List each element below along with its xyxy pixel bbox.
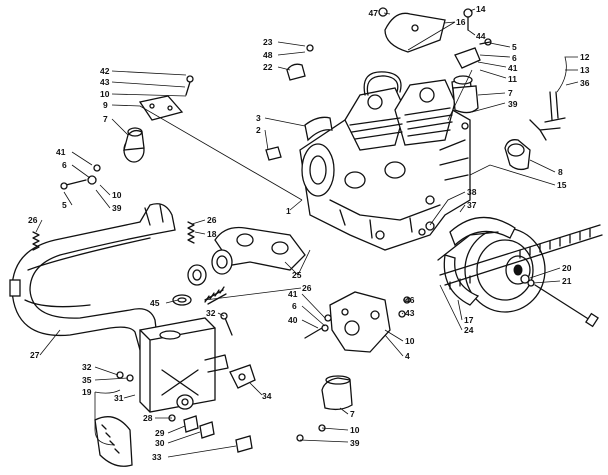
callout-30: 30 <box>155 438 165 448</box>
callout-28: 28 <box>143 413 153 423</box>
callout-7: 7 <box>350 409 355 419</box>
callout-4: 4 <box>405 351 410 361</box>
callout-22: 22 <box>263 62 273 72</box>
mount-plate <box>138 95 184 121</box>
callout-13: 13 <box>580 65 590 75</box>
muffler-box <box>139 317 229 413</box>
exhaust-manifold <box>211 226 306 275</box>
clip-33 <box>235 435 253 453</box>
clip-2 <box>265 146 282 161</box>
callout-19: 19 <box>82 387 92 397</box>
callout-40: 40 <box>288 315 298 325</box>
spring-left <box>32 231 40 251</box>
nut-30 <box>199 421 215 439</box>
callout-41: 41 <box>288 289 298 299</box>
callout-46: 46 <box>405 295 415 305</box>
rubber-mount-bottom <box>321 375 353 411</box>
callout-27: 27 <box>30 350 40 360</box>
callout-7: 7 <box>103 114 108 124</box>
bushing-8 <box>504 139 531 171</box>
callout-26: 26 <box>28 215 38 225</box>
callout-43: 43 <box>100 77 110 87</box>
callout-26: 26 <box>207 215 217 225</box>
callout-42: 42 <box>100 66 110 76</box>
callout-6: 6 <box>292 301 297 311</box>
callout-36: 36 <box>580 78 590 88</box>
callout-5: 5 <box>512 42 517 52</box>
heat-shield-bottom <box>94 416 133 467</box>
callout-48: 48 <box>263 50 273 60</box>
callout-10: 10 <box>405 336 415 346</box>
exhaust-pipe <box>9 203 176 351</box>
callout-23: 23 <box>263 37 273 47</box>
bracket-34 <box>229 364 256 389</box>
callout-41: 41 <box>56 147 66 157</box>
leader-lines <box>35 8 579 458</box>
callout-20: 20 <box>562 263 572 273</box>
rubber-mount-left <box>123 127 145 163</box>
callout-10: 10 <box>350 425 360 435</box>
callout-6: 6 <box>512 53 517 63</box>
callout-32: 32 <box>82 362 92 372</box>
drive-clutch <box>437 216 603 313</box>
callout-3: 3 <box>256 113 261 123</box>
callout-44: 44 <box>476 31 486 41</box>
callout-35: 35 <box>82 375 92 385</box>
callout-18: 18 <box>207 229 217 239</box>
callout-14: 14 <box>476 4 486 14</box>
callout-26: 26 <box>302 283 312 293</box>
engine-assembly <box>299 71 471 251</box>
callout-12: 12 <box>580 52 590 62</box>
fastener-set <box>60 7 492 442</box>
callout-2: 2 <box>256 125 261 135</box>
callout-9: 9 <box>103 100 108 110</box>
callout-7: 7 <box>508 88 513 98</box>
clutch-bolt <box>534 284 591 321</box>
callout-31: 31 <box>114 393 124 403</box>
callout-25: 25 <box>292 270 302 280</box>
callout-45: 45 <box>150 298 160 308</box>
callout-39: 39 <box>350 438 360 448</box>
callout-38: 38 <box>467 187 477 197</box>
rubber-mount-right-drum <box>452 85 479 114</box>
callout-1: 1 <box>286 206 291 216</box>
callout-10: 10 <box>100 89 110 99</box>
spring-mid <box>187 221 195 244</box>
engine-mount-bracket <box>329 291 391 353</box>
part-22-cap <box>286 63 306 81</box>
callout-47: 47 <box>369 8 379 18</box>
callout-43: 43 <box>405 308 415 318</box>
callout-16: 16 <box>456 17 466 27</box>
callout-33: 33 <box>152 452 162 462</box>
callout-39: 39 <box>508 99 518 109</box>
callout-6: 6 <box>62 160 67 170</box>
callout-29: 29 <box>155 428 165 438</box>
bolt-32 <box>224 317 233 336</box>
callout-39: 39 <box>112 203 122 213</box>
spacer-29 <box>183 415 199 433</box>
callout-32: 32 <box>206 308 216 318</box>
callout-10: 10 <box>112 190 122 200</box>
callout-5: 5 <box>62 200 67 210</box>
seal-ring <box>172 294 192 306</box>
lever-arm <box>544 91 566 123</box>
callout-37: 37 <box>467 200 477 210</box>
callout-15: 15 <box>557 180 567 190</box>
callout-labels: 47 16 14 44 5 6 41 11 7 39 12 13 36 23 4… <box>28 4 590 462</box>
callout-17: 17 <box>464 315 474 325</box>
callout-24: 24 <box>464 325 474 335</box>
top-cover <box>384 12 446 53</box>
callout-41: 41 <box>508 63 518 73</box>
callout-8: 8 <box>558 167 563 177</box>
callout-34: 34 <box>262 391 272 401</box>
callout-21: 21 <box>562 276 572 286</box>
bracket-top-right <box>454 47 481 69</box>
gasket-ring <box>187 264 207 286</box>
heat-shield-3 <box>304 116 333 142</box>
callout-11: 11 <box>508 74 517 84</box>
